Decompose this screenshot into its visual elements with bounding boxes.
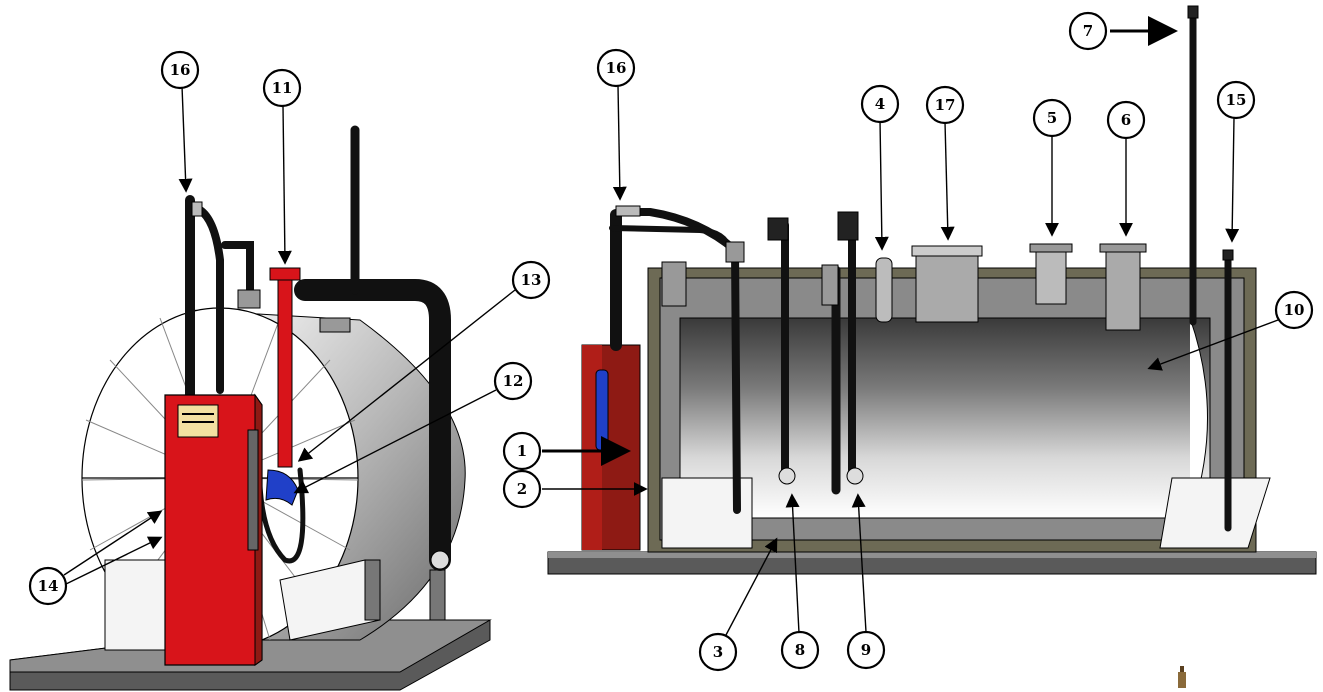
callout-right-7: 7 bbox=[1068, 11, 1178, 51]
svg-text:8: 8 bbox=[795, 641, 805, 659]
callout-right-2: 2 bbox=[502, 469, 648, 509]
callout-left-12: 12 bbox=[293, 361, 533, 494]
svg-text:10: 10 bbox=[1284, 301, 1305, 319]
right-fitting-small bbox=[661, 261, 687, 307]
decorative-fixture bbox=[1178, 666, 1186, 688]
svg-text:13: 13 bbox=[521, 271, 542, 289]
svg-text:2: 2 bbox=[517, 480, 527, 498]
left-piping bbox=[185, 125, 451, 571]
left-view: 16 11 13 12 14 bbox=[9, 50, 551, 691]
svg-text:16: 16 bbox=[606, 59, 627, 77]
svg-text:4: 4 bbox=[875, 95, 885, 113]
right-fitting-5 bbox=[1035, 247, 1067, 305]
right-fitting-17 bbox=[915, 247, 979, 323]
callout-right-1: 1 bbox=[502, 431, 631, 471]
callout-right-8: 8 bbox=[780, 493, 820, 670]
right-saddle-left bbox=[661, 477, 753, 549]
right-view: 16 4 17 5 6 7 15 bbox=[502, 5, 1317, 672]
svg-text:15: 15 bbox=[1226, 91, 1247, 109]
callout-right-15: 15 bbox=[1216, 80, 1256, 243]
right-saddle-right bbox=[1159, 477, 1271, 549]
svg-text:3: 3 bbox=[713, 643, 723, 661]
svg-text:12: 12 bbox=[503, 372, 524, 390]
left-pump-nozzle bbox=[265, 469, 299, 506]
right-fitting-4 bbox=[875, 257, 893, 323]
svg-text:17: 17 bbox=[935, 96, 956, 114]
right-tank-body bbox=[679, 317, 1211, 519]
svg-text:1: 1 bbox=[517, 442, 527, 460]
callout-right-16: 16 bbox=[596, 48, 636, 201]
left-dispenser-pump bbox=[164, 393, 263, 666]
svg-text:11: 11 bbox=[272, 79, 293, 97]
svg-text:9: 9 bbox=[861, 641, 871, 659]
callout-left-11: 11 bbox=[262, 68, 302, 265]
callout-left-16: 16 bbox=[160, 50, 200, 193]
callout-right-17: 17 bbox=[925, 85, 965, 241]
callout-right-4: 4 bbox=[860, 84, 900, 251]
right-piping bbox=[609, 6, 1232, 532]
callout-left-14: 14 bbox=[28, 510, 163, 606]
svg-text:7: 7 bbox=[1083, 22, 1093, 40]
svg-text:5: 5 bbox=[1047, 109, 1057, 127]
callout-right-5: 5 bbox=[1032, 98, 1072, 237]
callout-left-13: 13 bbox=[297, 260, 551, 462]
right-pump-nozzle bbox=[595, 369, 609, 451]
svg-text:16: 16 bbox=[170, 61, 191, 79]
svg-text:6: 6 bbox=[1121, 111, 1131, 129]
callout-right-3: 3 bbox=[698, 537, 778, 672]
callout-right-10: 10 bbox=[1147, 290, 1314, 371]
right-dispenser-pump bbox=[581, 344, 641, 551]
callout-right-9: 9 bbox=[846, 493, 886, 670]
callout-right-6: 6 bbox=[1106, 100, 1146, 237]
left-red-pipe bbox=[277, 271, 293, 468]
svg-text:14: 14 bbox=[38, 577, 59, 595]
right-fitting-6 bbox=[1105, 247, 1141, 331]
